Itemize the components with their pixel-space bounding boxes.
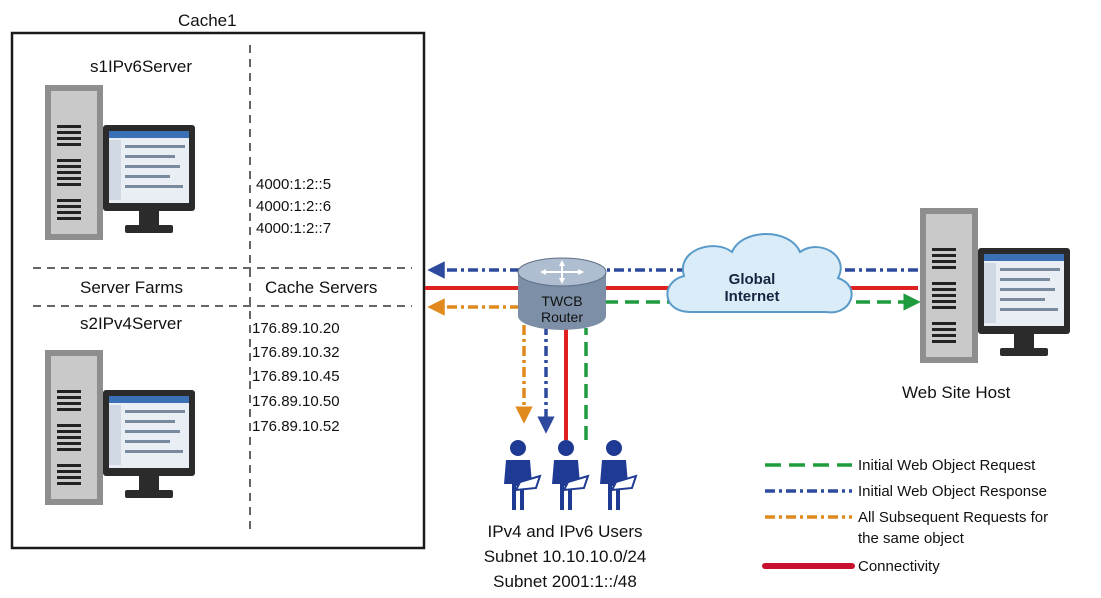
bottom-server-label: s2IPv4Server [80,314,182,333]
router-label-line1: TWCB [541,293,582,309]
ipv4-address-1: 176.89.10.20 [252,320,340,337]
users-label-line2: Subnet 10.10.10.0/24 [484,547,647,566]
legend-label-connectivity: Connectivity [858,558,940,575]
web-host-server-icon [920,208,1070,363]
router-icon [517,257,607,330]
router-label-line2: Router [541,309,583,325]
legend-label-subsequent-line2: the same object [858,530,965,547]
web-host-label: Web Site Host [902,383,1011,402]
user-icon-1 [503,439,541,511]
ipv4-address-5: 176.89.10.52 [252,418,340,435]
ipv6-address-1: 4000:1:2::5 [256,176,331,193]
legend-label-subsequent: All Subsequent Requests for [858,509,1048,526]
cache-box [10,31,426,550]
ipv4-address-2: 176.89.10.32 [252,344,340,361]
cache-title: Cache1 [178,11,237,30]
ipv4-address-4: 176.89.10.50 [252,393,340,410]
ipv6-address-2: 4000:1:2::6 [256,198,331,215]
top-server-label: s1IPv6Server [90,57,192,76]
user-icon-2 [551,439,589,511]
ipv4-address-3: 176.89.10.45 [252,368,340,385]
server-farms-label: Server Farms [80,278,183,297]
cloud-label-line2: Internet [724,288,779,305]
users-label-line3: Subnet 2001:1::/48 [493,572,637,591]
users-label-line1: IPv4 and IPv6 Users [488,522,643,541]
cloud-icon [666,233,853,314]
legend: Initial Web Object Request Initial Web O… [762,457,1048,575]
cloud-label-line1: Global [729,271,776,288]
cache-servers-label: Cache Servers [265,278,377,297]
bottom-server-icon [45,350,195,505]
user-icon-3 [599,439,637,511]
ipv6-address-3: 4000:1:2::7 [256,220,331,237]
legend-label-request: Initial Web Object Request [858,457,1036,474]
top-server-icon [45,85,195,240]
legend-label-response: Initial Web Object Response [858,483,1047,500]
